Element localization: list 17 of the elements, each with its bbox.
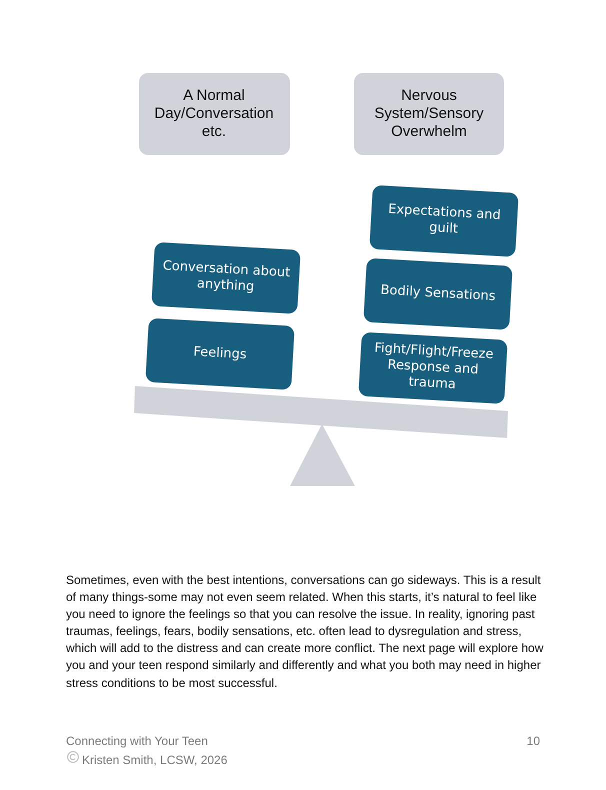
weight-block: [363, 258, 513, 330]
weight-block: [145, 318, 295, 390]
heading-text: Nervous System/Sensory Overwhelm: [373, 87, 485, 141]
copyright-notice: Kristen Smith, LCSW, 2026: [82, 753, 228, 768]
block-label: Feelings: [192, 344, 248, 364]
heading-card: [354, 73, 504, 155]
heading-text: A Normal Day/Conversation etc.: [153, 87, 275, 141]
block-label: Expectations and guilt: [386, 201, 502, 239]
block-label: Fight/Flight/Freeze Response and trauma: [372, 340, 495, 394]
heading-card: [138, 73, 290, 155]
page-number: 10: [526, 734, 540, 749]
block-label: Bodily Sensations: [380, 282, 496, 306]
body-paragraph: Sometimes, even with the best intentions, conversations can go sideways. This is a result of many things-some may not even seem related. When this starts, it’s natural to feel like you need to ignore the feelings so that you can resolve the issue. In reality, ignoring past traumas, feelings, fears, bodily sensations, etc. often lead to dysregulation and stress, which will add to the distress and can create more conflict. The next page will explore how you and your teen respond similarly and differently and what you both may need in higher stress conditions to be most successful.: [66, 572, 544, 692]
weight-block: [369, 184, 519, 258]
weight-block: [358, 332, 508, 404]
block-label: Conversation about anything: [161, 258, 292, 297]
footer-title: Connecting with Your Teen: [66, 734, 208, 749]
